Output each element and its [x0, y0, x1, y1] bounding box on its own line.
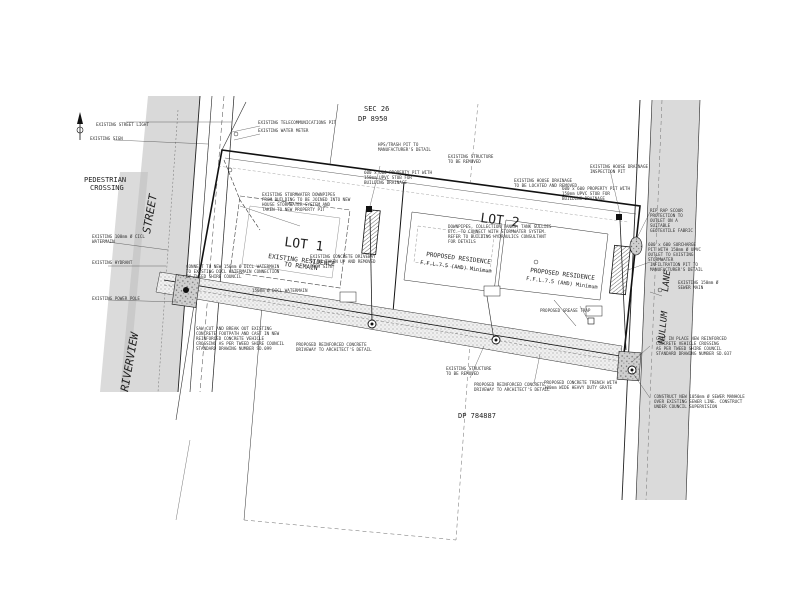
note-infiltration-1: INFILTRATION PIT TO — [650, 262, 698, 267]
lane-label: LANE — [661, 269, 673, 292]
note-sign: EXISTING SIGN — [90, 136, 123, 141]
note-house-drainage-1: EXISTING HOUSE DRAINAGE — [514, 178, 572, 183]
note-prop-pit-r-3: BUILDING DRAINAGE — [562, 196, 605, 201]
lot1-label: LOT 1 — [284, 235, 325, 255]
note-street-light: EXISTING STREET LIGHT — [96, 122, 149, 127]
note-connect-3: BY TWEED SHIRE COUNCIL — [186, 274, 242, 279]
note-trench-2: 300mm WIDE HEAVY DUTY GRATE — [544, 385, 613, 390]
note-connect-2: TO EXISTING DICL WATERMAIN CONNECTION — [186, 269, 280, 274]
infiltration-pit-right — [609, 244, 631, 296]
note-manhole-2: OVER EXISTING SEWER LINE. CONSTRUCT — [654, 399, 743, 404]
note-sewer-2: SEWER MAIN — [678, 285, 704, 290]
note-prop-driveway-1: PROPOSED REINFORCED CONCRETE — [296, 342, 367, 347]
note-outlet-2: PIT WITH 150mm Ø UPVC — [648, 247, 701, 252]
note-downpipes-coll-1: DOWNPIPES, COLLECTION TANKS, TANK GULLIE… — [448, 224, 552, 229]
note-manhole-3: UNDER COUNCIL SUPERVISION — [654, 404, 718, 409]
note-inspection-1: EXISTING HOUSE DRAINAGE — [590, 164, 648, 169]
dp-top-label: DP 8950 — [358, 115, 388, 123]
note-hydrant: EXISTING HYDRANT — [92, 260, 133, 265]
note-downpipes-coll-3: REFER TO BUILDING HYDRAULICS CONSULTANT — [448, 234, 547, 239]
note-watermain: EXISTING 100mm Ø CICL — [92, 234, 145, 239]
note-outlet-4: STORMWATER — [648, 257, 674, 262]
tree-symbols — [227, 131, 663, 293]
note-hps-1: HPS/TRASH PIT TO — [378, 142, 419, 147]
note-prop-pit-r-1: 600 x 600 PROPERTY PIT WITH — [562, 186, 631, 191]
note-prop-pit-l-2: 150mm UPVC STUB FOR — [364, 175, 412, 180]
note-sawcut-1: SAW CUT AND BREAK OUT EXISTING — [196, 326, 272, 331]
note-connect-1: CONNECT TO NEW 150mm Ø DICL WATERMAIN — [186, 264, 280, 269]
north-arrow-icon — [76, 112, 84, 140]
note-existing-drive-2: TO BE TAKEN UP AND REMOVED — [310, 259, 376, 264]
note-infiltration-2: MANUFACTURER'S DETAIL — [650, 267, 703, 272]
note-structure-bottom-1: EXISTING STRUCTURE — [446, 366, 492, 371]
note-downpipes-coll-4: FOR DETAILS — [448, 239, 476, 244]
lot2-label: LOT 2 — [480, 211, 521, 231]
vehicle-crossing-right — [616, 350, 642, 382]
note-downpipes-2: FROM BUILDING TO BE JOINED INTO NEW — [262, 197, 351, 202]
note-cast-3: AS PER TWEED SHIRE COUNCIL — [656, 346, 722, 351]
note-watermain-2: WATERMAIN — [92, 239, 115, 244]
dp-lower-label: DP 784887 — [458, 412, 496, 420]
drainage-lines — [223, 159, 627, 351]
note-downpipes-1: EXISTING STORMWATER DOWNPIPES — [262, 192, 336, 197]
level-tags — [339, 285, 603, 317]
note-sawcut-4: CROSSING AS PER TWEED SHIRE COUNCIL — [196, 341, 285, 346]
note-prop-pit-l-3: BUILDING DRAINAGE — [364, 180, 407, 185]
note-hps-2: MANUFACTURER'S DETAIL — [378, 147, 431, 152]
note-outlet-3: OUTLET TO EXISTING — [648, 252, 694, 257]
note-downpipes-3: HOUSE STORMWATER SYSTEM AND — [262, 202, 331, 207]
note-existing-drive-3: FROM SITE — [310, 264, 333, 269]
note-telecom-pit: EXISTING TELECOMMUNICATIONS PIT — [258, 120, 337, 125]
note-structure-top-1: EXISTING STRUCTURE — [448, 154, 494, 159]
note-prop-pit-l-1: 600 x 600 PROPERTY PIT WITH — [364, 170, 433, 175]
annotation-notes: EXISTING STREET LIGHT EXISTING SIGN EXIS… — [90, 120, 745, 409]
note-sawcut-5: STANDARD DRAWING NUMBER SD.099 — [196, 346, 272, 351]
note-outlet-1: 600 x 600 SURCHARGE — [648, 242, 696, 247]
note-prop-pit-r-2: 150mm UPVC STUB FOR — [562, 191, 610, 196]
pedestrian-label-1: PEDESTRIAN — [84, 176, 126, 184]
note-existing-drive-1: EXISTING CONCRETE DRIVEWAY — [310, 254, 376, 259]
note-structure-bottom-2: TO BE REMOVED — [446, 371, 479, 376]
adjacent-lots — [175, 101, 479, 541]
note-water-meter: EXISTING WATER METER — [258, 128, 309, 133]
nullum-label: NULLUM — [657, 310, 671, 345]
note-downpipes-4: TAKEN TO NEW PROPERTY PIT — [262, 207, 326, 212]
note-sawcut-3: REINFORCED CONCRETE VEHICLE — [196, 336, 265, 341]
pedestrian-label-2: CROSSING — [90, 184, 124, 192]
sec-label: SEC 26 — [364, 105, 389, 113]
existing-residence-label-2: TO REMAIN — [284, 261, 318, 272]
note-cast-4: STANDARD DRAWING NUMBER SD.037 — [656, 351, 732, 356]
note-riprap-2: PROTECTION TO — [650, 213, 683, 218]
concrete-driveway — [155, 271, 623, 373]
nullum-lane-road — [621, 99, 701, 501]
note-riprap-1: RIP RAP SCOUR — [650, 208, 683, 213]
note-prop-concrete-2: DRIVEWAY TO ARCHITECT'S DETAIL — [474, 387, 550, 392]
note-inspection-2: INSPECTION PIT — [590, 169, 626, 174]
rip-rap-icon — [629, 236, 643, 256]
note-power-pole: EXISTING POWER POLE — [92, 296, 140, 301]
note-new-watermain: 150mm Ø DICL WATERMAIN — [252, 288, 308, 293]
pit-icons — [183, 206, 637, 375]
note-riprap-5: GEOTEXTILE FABRIC — [650, 228, 693, 233]
note-structure-top-2: TO BE REMOVED — [448, 159, 481, 164]
note-sewer-1: EXISTING 150mm Ø — [678, 280, 719, 285]
note-grease-trap: PROPOSED GREASE TRAP — [540, 308, 591, 313]
note-cast-1: CAST IN PLACE NEW REINFORCED — [656, 336, 727, 341]
note-cast-2: CONCRETE VEHICLE CROSSING — [656, 341, 720, 346]
parcel-labels: SEC 26 DP 8950 DP 784887 LOT 1 LOT 2 — [284, 105, 521, 420]
note-riprap-3: OUTLET ON A — [650, 218, 678, 223]
note-house-drainage-2: TO BE LOCATED AND REMOVED — [514, 183, 578, 188]
note-downpipes-coll-2: ETC. TO CONNECT WITH STORMWATER SYSTEM. — [448, 229, 546, 234]
note-manhole-1: CONSTRUCT NEW 1050mm Ø SEWER MANHOLE — [654, 394, 745, 399]
note-riprap-4: SUITABLE — [650, 223, 671, 228]
note-sawcut-2: CONCRETE FOOTPATH AND CAST IN NEW — [196, 331, 280, 336]
leader-lines — [107, 121, 663, 399]
note-trench-1: PROPOSED CONCRETE TRENCH WITH — [544, 380, 618, 385]
note-prop-driveway-2: DRIVEWAY TO ARCHITECT'S DETAIL — [296, 347, 372, 352]
note-prop-concrete-1: PROPOSED REINFORCED CONCRETE — [474, 382, 545, 387]
existing-residence-footprint — [229, 195, 351, 289]
hps-pit-left — [361, 208, 381, 256]
riverview-street-road — [100, 95, 235, 393]
